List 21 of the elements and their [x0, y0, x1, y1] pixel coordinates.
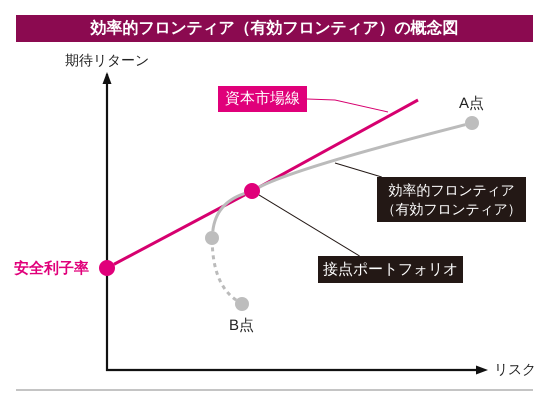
label-box: 効率的フロンティア（有効フロンティア） — [377, 177, 526, 222]
tangent-point-dot — [244, 183, 260, 199]
point-label: B点 — [229, 316, 254, 335]
point-dot — [205, 231, 219, 245]
label-box: 接点ポートフォリオ — [318, 256, 463, 283]
point-dot — [99, 260, 115, 276]
point-dot — [465, 116, 479, 130]
point-dot — [235, 297, 249, 311]
label-box: 資本市場線 — [218, 86, 307, 112]
leader-line — [306, 98, 388, 112]
point-label: A点 — [459, 94, 484, 113]
title-bar: 効率的フロンティア（有効フロンティア）の概念図 — [16, 15, 533, 42]
frontier-curve — [210, 244, 238, 302]
leader-line — [334, 162, 382, 178]
point-label: 安全利子率 — [14, 259, 89, 278]
frontier-curve — [258, 123, 466, 189]
frontier-curve — [211, 192, 245, 232]
capital-market-line — [113, 193, 246, 266]
axis-label: 期待リターン — [65, 52, 149, 70]
leader-line — [258, 194, 360, 256]
axis-label: リスク — [494, 361, 536, 379]
